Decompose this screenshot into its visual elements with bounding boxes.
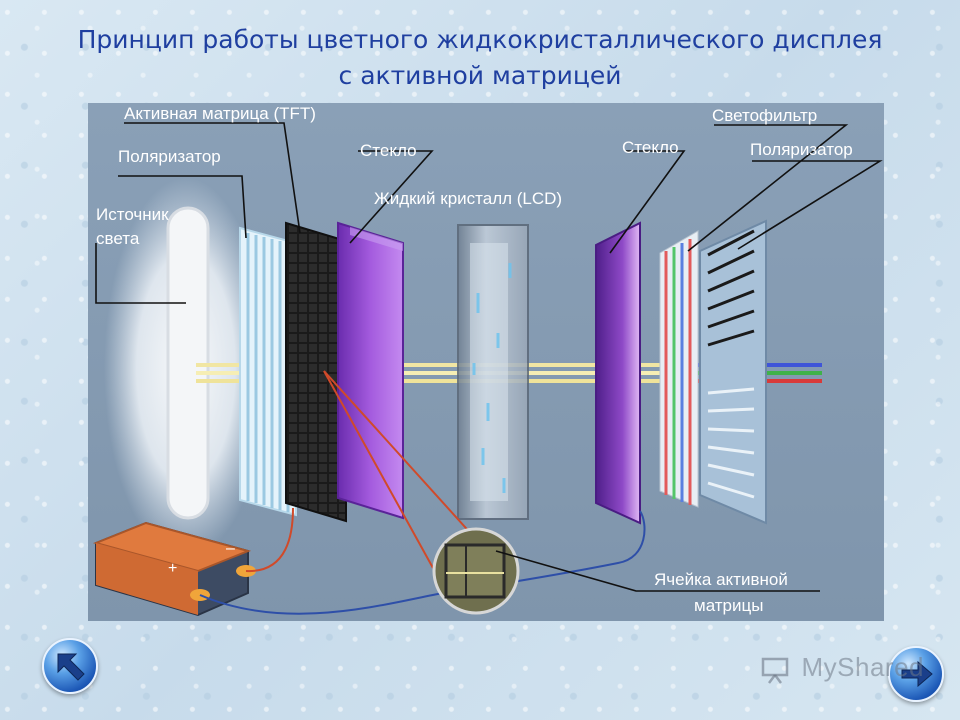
title-line-2: с активной матрицей [338, 61, 622, 90]
arrow-right-icon [901, 660, 933, 688]
leader-lines [95, 122, 883, 592]
label-active-matrix: Активная матрица (TFT) [124, 104, 316, 123]
prev-slide-button[interactable] [42, 638, 98, 694]
label-light-source-2: света [96, 229, 140, 248]
label-liquid-crystal: Жидкий кристалл (LCD) [374, 189, 562, 208]
color-filter [659, 230, 699, 508]
arrow-up-left-icon [57, 653, 85, 681]
label-glass-right: Стекло [622, 138, 679, 157]
light-source [104, 178, 268, 558]
label-color-filter: Светофильтр [712, 106, 817, 125]
label-polarizer-right: Поляризатор [750, 140, 853, 159]
liquid-crystal-layer [457, 224, 529, 520]
label-glass-left: Стекло [360, 141, 417, 160]
label-cell-1: Ячейка активной [654, 570, 788, 589]
glass-right [595, 221, 641, 525]
battery: – + [92, 521, 256, 617]
watermark: MyShared [801, 652, 924, 682]
label-polarizer-left: Поляризатор [118, 147, 221, 166]
active-matrix-tft [285, 221, 347, 523]
label-cell-2: матрицы [694, 596, 763, 615]
battery-plus-label: + [168, 560, 177, 577]
glass-left [337, 221, 404, 520]
label-light-source-1: Источник [96, 205, 169, 224]
matrix-cell-zoom [432, 527, 520, 615]
presentation-icon [761, 657, 789, 684]
next-slide-button[interactable] [888, 646, 944, 702]
title-line-1: Принцип работы цветного жидкокристалличе… [77, 25, 883, 54]
lcd-diagram: – + Активная матрица (TFT) Поляризатор И… [88, 103, 884, 621]
slide-title: Принцип работы цветного жидкокристалличе… [0, 22, 960, 94]
polarizer-right [699, 219, 767, 525]
battery-minus-label: – [226, 540, 235, 557]
